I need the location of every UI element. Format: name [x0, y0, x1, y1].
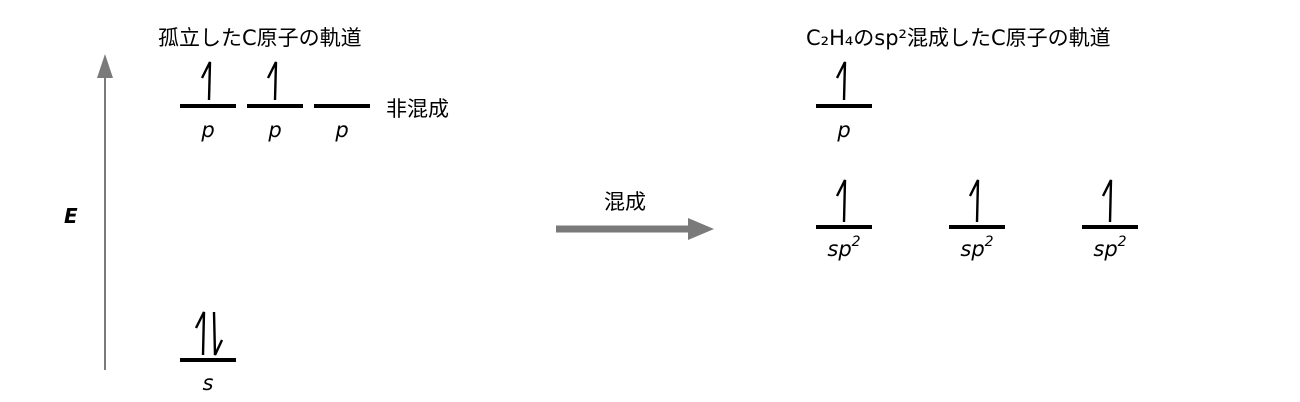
hybridization-label: 混成 — [604, 190, 646, 214]
sp2-orbital-label: sp2 — [1093, 234, 1127, 261]
p-orbital-level — [314, 104, 370, 108]
hybridization-arrowhead — [688, 218, 714, 240]
p-orbital-label: p — [837, 118, 851, 142]
right-panel-title: C₂H₄のsp²混成したC原子の軌道 — [806, 26, 1111, 50]
electron-up-arrow — [266, 61, 278, 101]
p-orbital-level — [247, 104, 303, 108]
electron-up-arrow — [835, 179, 847, 223]
sp2-orbital-label: sp2 — [827, 234, 861, 261]
s-orbital-level — [180, 358, 236, 362]
sp2-orbital-level — [949, 225, 1005, 229]
energy-axis-arrowhead — [97, 54, 113, 78]
sp2-orbital-level — [1082, 225, 1138, 229]
s-orbital-label: s — [202, 371, 214, 395]
p-orbital-label: p — [268, 118, 282, 142]
electron-up-arrow — [200, 61, 212, 101]
sp2-orbital-label: sp2 — [960, 234, 994, 261]
electron-up-arrow — [194, 311, 206, 356]
p-orbital-level — [180, 104, 236, 108]
p-orbital-level — [816, 104, 872, 108]
left-panel-title: 孤立したC原子の軌道 — [158, 26, 362, 50]
electron-up-arrow — [835, 61, 847, 101]
energy-axis-label: E — [64, 204, 78, 228]
p-orbital-label: p — [201, 118, 215, 142]
electron-up-arrow — [1101, 179, 1113, 223]
unhybridized-label: 非混成 — [386, 97, 449, 121]
electron-down-arrow — [212, 311, 224, 356]
p-orbital-label: p — [335, 118, 349, 142]
sp2-orbital-level — [816, 225, 872, 229]
electron-up-arrow — [968, 179, 980, 223]
